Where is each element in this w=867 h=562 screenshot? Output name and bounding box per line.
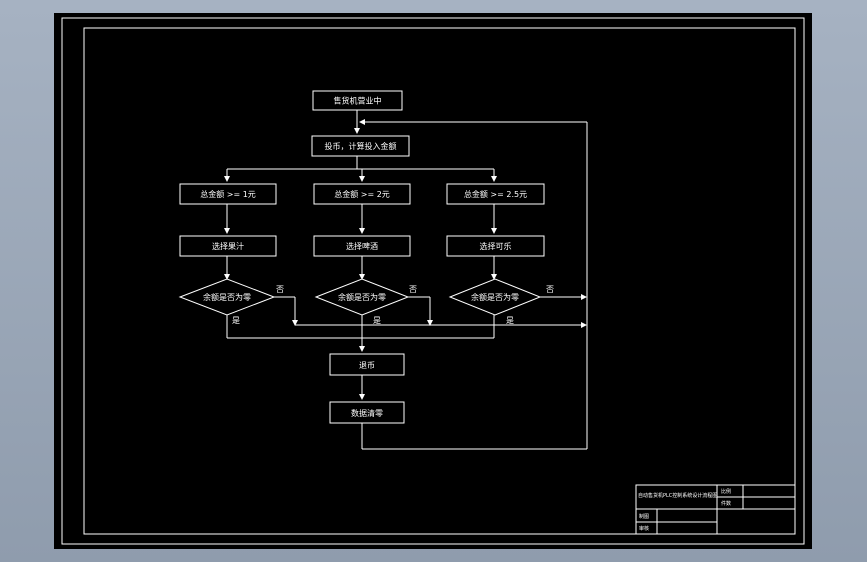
node-clear: 数据清零 [329, 401, 405, 424]
node-decision-2: 余额是否为零 [314, 278, 410, 316]
title-block-left-row1: 制图 [639, 513, 649, 520]
node-check-2-label: 总金额 >= 2元 [334, 189, 390, 199]
node-start-label: 售货机营业中 [334, 96, 382, 106]
node-select-2-label: 选择啤酒 [346, 241, 378, 251]
node-select-3: 选择可乐 [446, 235, 545, 257]
node-decision-1: 余额是否为零 [178, 278, 276, 316]
node-insert-coin: 投币，计算投入金额 [311, 135, 410, 157]
node-check-3: 总金额 >= 2.5元 [446, 183, 545, 205]
title-block-row2: 件数 [721, 500, 731, 507]
node-check-2: 总金额 >= 2元 [313, 183, 411, 205]
node-clear-label: 数据清零 [351, 408, 383, 418]
title-block-title: 自动售货机PLC控制系统设计流程图 [638, 492, 717, 499]
node-refund: 退币 [329, 353, 405, 376]
yes-label-2: 是 [373, 316, 381, 325]
node-check-3-label: 总金额 >= 2.5元 [464, 189, 527, 199]
inner-frame [83, 27, 796, 535]
node-select-3-label: 选择可乐 [480, 241, 512, 251]
node-decision-2-label: 余额是否为零 [338, 292, 386, 302]
node-start: 售货机营业中 [312, 90, 403, 111]
node-refund-label: 退币 [359, 361, 375, 370]
flowchart-canvas: 售货机营业中 投币，计算投入金额 总金额 >= 1元 总金额 >= 2元 总金额… [61, 17, 805, 545]
no-label-2: 否 [409, 285, 417, 294]
node-select-1-label: 选择果汁 [212, 241, 244, 251]
no-label-1: 否 [276, 285, 284, 294]
node-insert-coin-label: 投币，计算投入金额 [325, 141, 397, 151]
node-select-1: 选择果汁 [179, 235, 277, 257]
yes-label-1: 是 [232, 316, 240, 325]
no-label-3: 否 [546, 285, 554, 294]
outer-frame [61, 17, 805, 545]
title-block: 自动售货机PLC控制系统设计流程图 比例 件数 制图 审核 [635, 484, 796, 535]
drawing-sheet: 售货机营业中 投币，计算投入金额 总金额 >= 1元 总金额 >= 2元 总金额… [54, 13, 812, 549]
node-decision-1-label: 余额是否为零 [203, 292, 251, 302]
connectors [224, 110, 588, 450]
node-check-1-label: 总金额 >= 1元 [200, 189, 256, 199]
node-decision-3: 余额是否为零 [448, 278, 542, 316]
title-block-row1: 比例 [721, 488, 731, 495]
title-block-left-row2: 审核 [639, 525, 649, 532]
node-decision-3-label: 余额是否为零 [471, 292, 519, 302]
node-select-2: 选择啤酒 [313, 235, 411, 257]
node-check-1: 总金额 >= 1元 [179, 183, 277, 205]
yes-label-3: 是 [506, 316, 514, 325]
